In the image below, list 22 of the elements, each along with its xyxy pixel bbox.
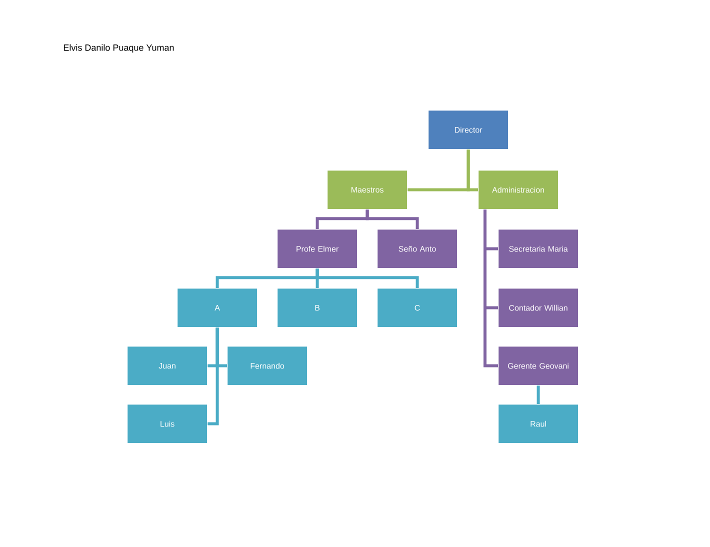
org-box: Maestros bbox=[327, 170, 408, 210]
org-box: Contador Willian bbox=[498, 288, 579, 328]
connector-line bbox=[316, 268, 419, 288]
org-box: C bbox=[377, 288, 458, 328]
org-box: A bbox=[177, 288, 258, 328]
org-box: Director bbox=[428, 110, 509, 150]
connector-line bbox=[484, 210, 498, 368]
org-box: B bbox=[277, 288, 358, 328]
org-box: Seño Anto bbox=[377, 229, 458, 269]
org-box: Profe Elmer bbox=[277, 229, 358, 269]
org-box: Raul bbox=[498, 404, 579, 444]
connector-line bbox=[536, 386, 540, 404]
connector-line bbox=[366, 210, 419, 229]
org-box: Secretaria Maria bbox=[498, 229, 579, 269]
connector-line bbox=[466, 150, 478, 192]
connector-line bbox=[208, 328, 219, 426]
org-box: Juan bbox=[127, 346, 208, 386]
org-box: Fernando bbox=[227, 346, 308, 386]
org-box: Luis bbox=[127, 404, 208, 444]
org-box: Administracion bbox=[478, 170, 559, 210]
org-box: Gerente Geovani bbox=[498, 346, 579, 386]
title: Elvis Danilo Puaque Yuman bbox=[64, 44, 174, 53]
